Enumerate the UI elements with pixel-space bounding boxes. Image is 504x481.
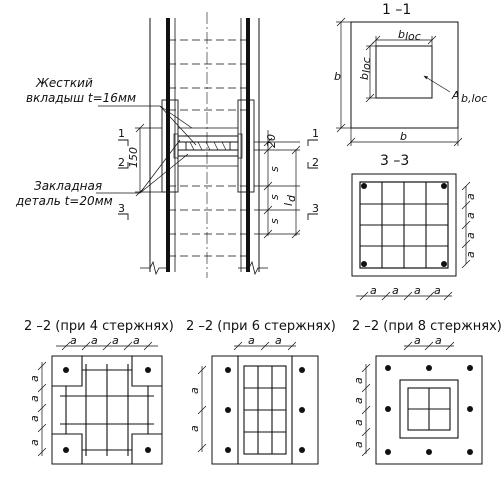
embedded-part-label-2: деталь t=20мм — [15, 194, 113, 208]
section-mark-1-right: 1 — [312, 127, 319, 140]
svg-text:loc: loc — [360, 57, 373, 73]
area-label: A b,loc — [451, 89, 487, 105]
svg-text:loc: loc — [405, 30, 421, 43]
dim-a-8-l3: a — [352, 419, 365, 426]
svg-text:l: l — [282, 203, 295, 206]
svg-text:b: b — [398, 28, 405, 41]
dim-a-8-l4: a — [352, 441, 365, 448]
dim-chain-right — [254, 130, 301, 239]
dim-s-3: s — [268, 218, 281, 224]
dim-a-33-b1: a — [370, 284, 377, 297]
dim-150 — [135, 123, 162, 197]
dim-s-1: s — [268, 166, 281, 172]
dim-a-33-b3: a — [414, 284, 421, 297]
section-title-2-2-6bars: 2 –2 (при 6 стержнях) — [186, 319, 336, 334]
section-title-2-2-8bars: 2 –2 (при 8 стержнях) — [352, 319, 502, 334]
bars-3-3 — [361, 183, 447, 267]
dim-b-horizontal: b — [400, 130, 407, 143]
dim-a-4-l2: a — [28, 395, 41, 402]
section-title-2-2-4bars: 2 –2 (при 4 стержнях) — [24, 319, 174, 334]
bars-2-2-6bars — [225, 367, 305, 453]
dim-bloc-horizontal: b loc — [398, 28, 421, 43]
dim-a-4-t4: a — [133, 334, 140, 347]
section-markers-left — [118, 139, 129, 220]
dim-a-8-l2: a — [352, 397, 365, 404]
section-1-1 — [336, 17, 463, 147]
dim-a-4-t1: a — [70, 334, 77, 347]
section-markers-right — [307, 139, 318, 220]
section-mark-1-left: 1 — [118, 127, 125, 140]
dim-a-4-t2: a — [91, 334, 98, 347]
dim-a-4-l3: a — [28, 415, 41, 422]
dim-a-4-l1: a — [28, 375, 41, 382]
dim-bloc-vertical: b loc — [358, 57, 373, 80]
annotation-leaders — [96, 105, 197, 194]
svg-text:A: A — [451, 89, 460, 102]
embedded-part-label: Закладная — [34, 179, 102, 193]
dim-a-6-t2: a — [275, 334, 282, 347]
dim-a-4-t3: a — [112, 334, 119, 347]
section-mark-3-left: 3 — [118, 202, 125, 215]
dim-150-text: 150 — [127, 147, 140, 168]
dim-a-33-r4: a — [464, 251, 477, 258]
dim-a-4-l4: a — [28, 439, 41, 446]
section-mark-2-right: 2 — [312, 156, 319, 169]
dim-a-8-l1: a — [352, 377, 365, 384]
svg-text:b: b — [358, 73, 371, 80]
dim-ld: l d — [282, 194, 298, 206]
dim-a-33-r3: a — [464, 232, 477, 239]
section-mark-3-right: 3 — [312, 202, 319, 215]
dim-a-33-r2: a — [464, 212, 477, 219]
dim-a-33-b4: a — [434, 284, 441, 297]
dim-20-text: 20 — [265, 134, 278, 148]
dim-a-8-t1: a — [414, 334, 421, 347]
rigid-insert-label: Жесткий — [35, 76, 93, 90]
dim-a-6-l1: a — [188, 387, 201, 394]
dim-a-8-t2: a — [435, 334, 442, 347]
section-2-2-6bars — [197, 341, 319, 465]
rigid-insert-label-2: вкладыш t=16мм — [26, 91, 136, 105]
dim-s-2: s — [268, 194, 281, 200]
dim-b-vertical: b — [334, 70, 341, 83]
bars-2-2-8bars — [385, 365, 473, 455]
svg-text:d: d — [285, 194, 298, 202]
section-mark-2-left: 2 — [118, 156, 125, 169]
section-title-1-1: 1 –1 — [382, 2, 411, 18]
svg-text:b,loc: b,loc — [461, 92, 487, 105]
bars-2-2-4bars — [63, 367, 151, 453]
dim-a-6-l2: a — [188, 425, 201, 432]
section-title-3-3: 3 –3 — [380, 153, 409, 169]
column-elevation — [140, 12, 268, 278]
dim-a-33-r1: a — [464, 193, 477, 200]
section-2-2-8bars — [361, 341, 483, 465]
dim-a-6-t1: a — [248, 334, 255, 347]
section-3-3 — [351, 173, 471, 301]
section-2-2-4bars — [37, 341, 163, 465]
dim-a-33-b2: a — [392, 284, 399, 297]
